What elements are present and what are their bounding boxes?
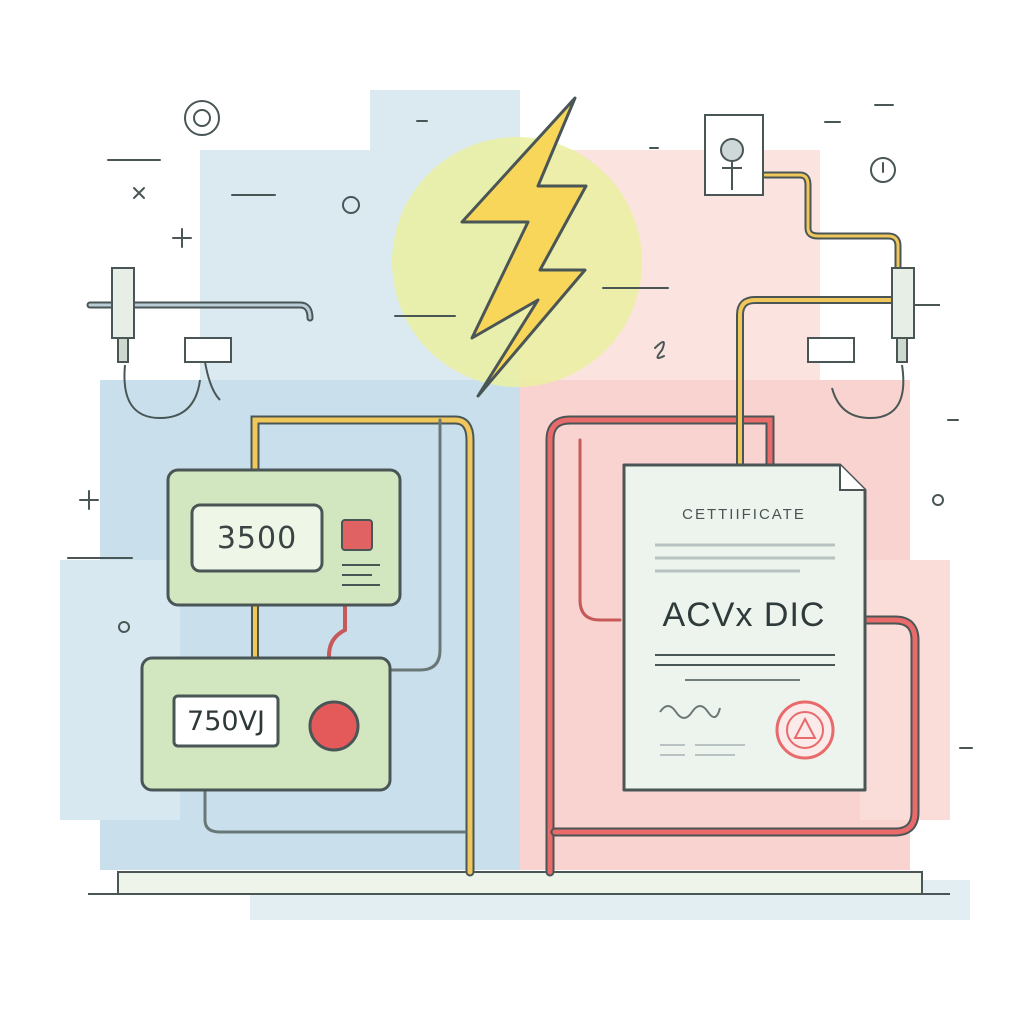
certificate-document: [622, 463, 867, 792]
right-connector-assembly: [704, 114, 940, 420]
ground-plate: [117, 871, 923, 895]
clock-icon: [870, 157, 896, 183]
lightning-bolt-icon: [460, 96, 588, 398]
upper-meter: [166, 468, 402, 607]
upper-meter-display: [190, 503, 324, 573]
left-connector-assembly: [111, 267, 232, 420]
target-icon: [184, 100, 220, 136]
cross-icon: [133, 187, 145, 199]
lower-meter-button: [308, 700, 360, 752]
certificate-seal-icon: [775, 700, 835, 760]
certificate-title: CETTIIFICATE: [682, 506, 806, 523]
upper-meter-reading: 3500: [216, 520, 298, 556]
decorative-symbols: [67, 100, 973, 749]
lower-meter-display: [172, 694, 280, 748]
warning-triangle-icon: [793, 716, 817, 739]
lower-meter-reading: 750VJ: [187, 705, 265, 737]
certificate-code: ACVx DIC: [662, 596, 826, 634]
upper-meter-indicator: [341, 519, 373, 551]
plus-icon: [172, 228, 192, 248]
cables: [86, 171, 920, 877]
lower-meter: [140, 656, 392, 792]
